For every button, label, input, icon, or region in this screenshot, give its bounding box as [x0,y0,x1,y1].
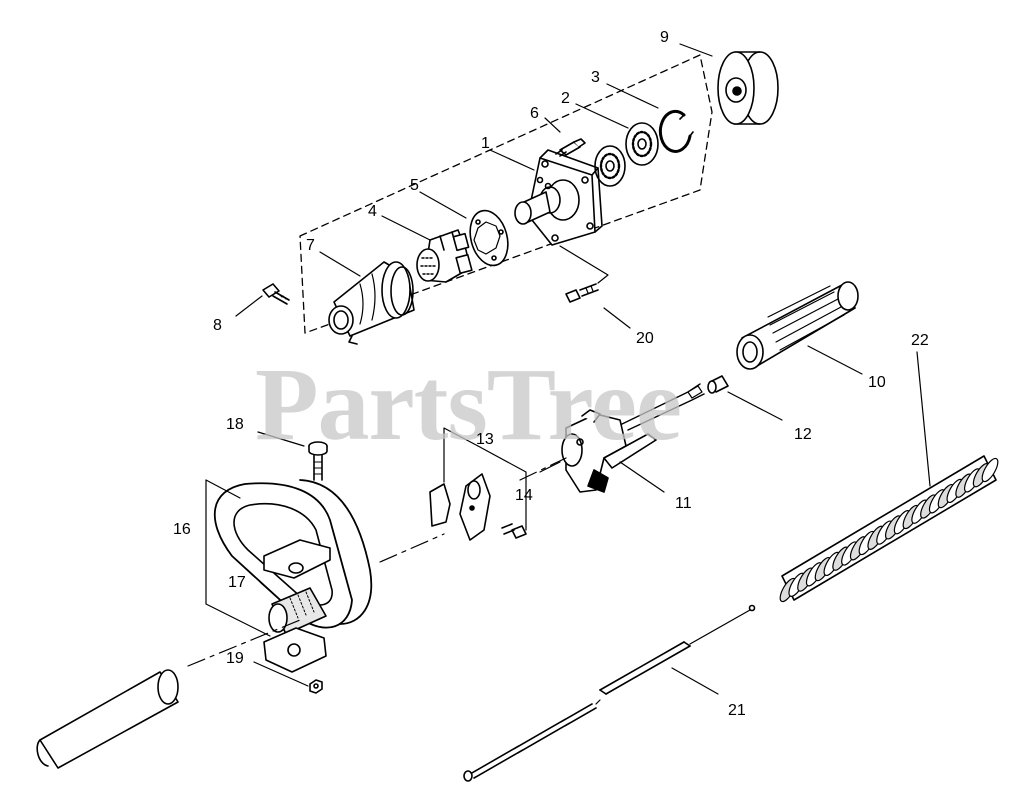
leader-18 [257,431,305,447]
callout-13: 13 [476,431,494,448]
flex-shaft-rib [981,457,999,483]
callout-20: 20 [636,330,654,347]
callout-17: 17 [228,574,246,591]
leader-22 [916,351,931,487]
part-7-cone-housing [328,261,415,345]
leader-8 [235,295,263,317]
leader-21 [671,667,719,695]
leader-11 [619,461,665,493]
part-lower-clamp [263,627,327,673]
wire-connector-icon [687,385,703,399]
part-22-flex-shaft [779,455,999,603]
leader-19 [253,661,309,687]
leader-6 [544,117,561,133]
leader-20-guide [559,245,609,284]
callout-11: 11 [675,495,692,512]
leader-2 [575,103,629,129]
part-13-clamp [429,473,491,541]
callout-5: 5 [410,177,419,194]
part-20-screw [565,283,599,303]
part-18-bolt [308,441,328,481]
part-bearing-inner [594,145,626,187]
part-3-snap-ring [658,109,694,153]
leader-12 [727,391,783,421]
part-16-loop-handle [213,479,373,629]
callout-19: 19 [226,650,244,667]
part-6-screw [555,138,586,157]
leader-9 [679,43,713,57]
callout-14: 14 [515,487,533,504]
leader-5 [419,191,467,219]
callout-21: 21 [728,702,746,719]
callout-12: 12 [794,426,812,443]
callout-2: 2 [561,90,570,107]
callout-9: 9 [660,29,669,46]
callout-4: 4 [368,203,377,220]
callout-3: 3 [591,69,600,86]
part-5-gasket [469,209,509,267]
leader-10 [807,345,863,375]
main-tube [36,669,179,769]
part-19-nut [309,679,323,694]
leader-20 [603,307,631,329]
assembly-boundary-dashed [299,54,713,334]
callout-16: 16 [173,521,191,538]
connection-line [539,461,561,473]
leader-lines [205,43,931,695]
leader-1 [489,149,535,171]
callout-6: 6 [530,105,539,122]
leader-17 [259,581,281,601]
callout-18: 18 [226,416,244,433]
part-14-screw [501,523,527,539]
part-4-coupler [416,229,473,283]
callout-7: 7 [306,237,315,254]
part-12-stopper [707,375,729,394]
leader-7 [319,251,361,277]
shaft-axis-dashed [187,457,567,667]
callout-1: 1 [481,135,490,152]
callout-22: 22 [911,332,929,349]
part-21-throttle-cable [463,604,756,782]
part-2-bearing [625,122,659,166]
leader-4 [381,215,431,241]
part-10-grip [736,281,859,370]
leader-13b [477,445,527,531]
part-8-bolt [262,283,290,305]
part-11-throttle-handle [561,409,657,493]
part-9-wheel [717,51,779,125]
leader-3 [606,83,659,109]
part-1-gear-housing [514,149,603,246]
callout-10: 10 [868,374,886,391]
leader-16 [205,479,271,637]
part-17-spacer [268,587,327,635]
leader-13a [443,427,479,483]
callout-8: 8 [213,317,222,334]
